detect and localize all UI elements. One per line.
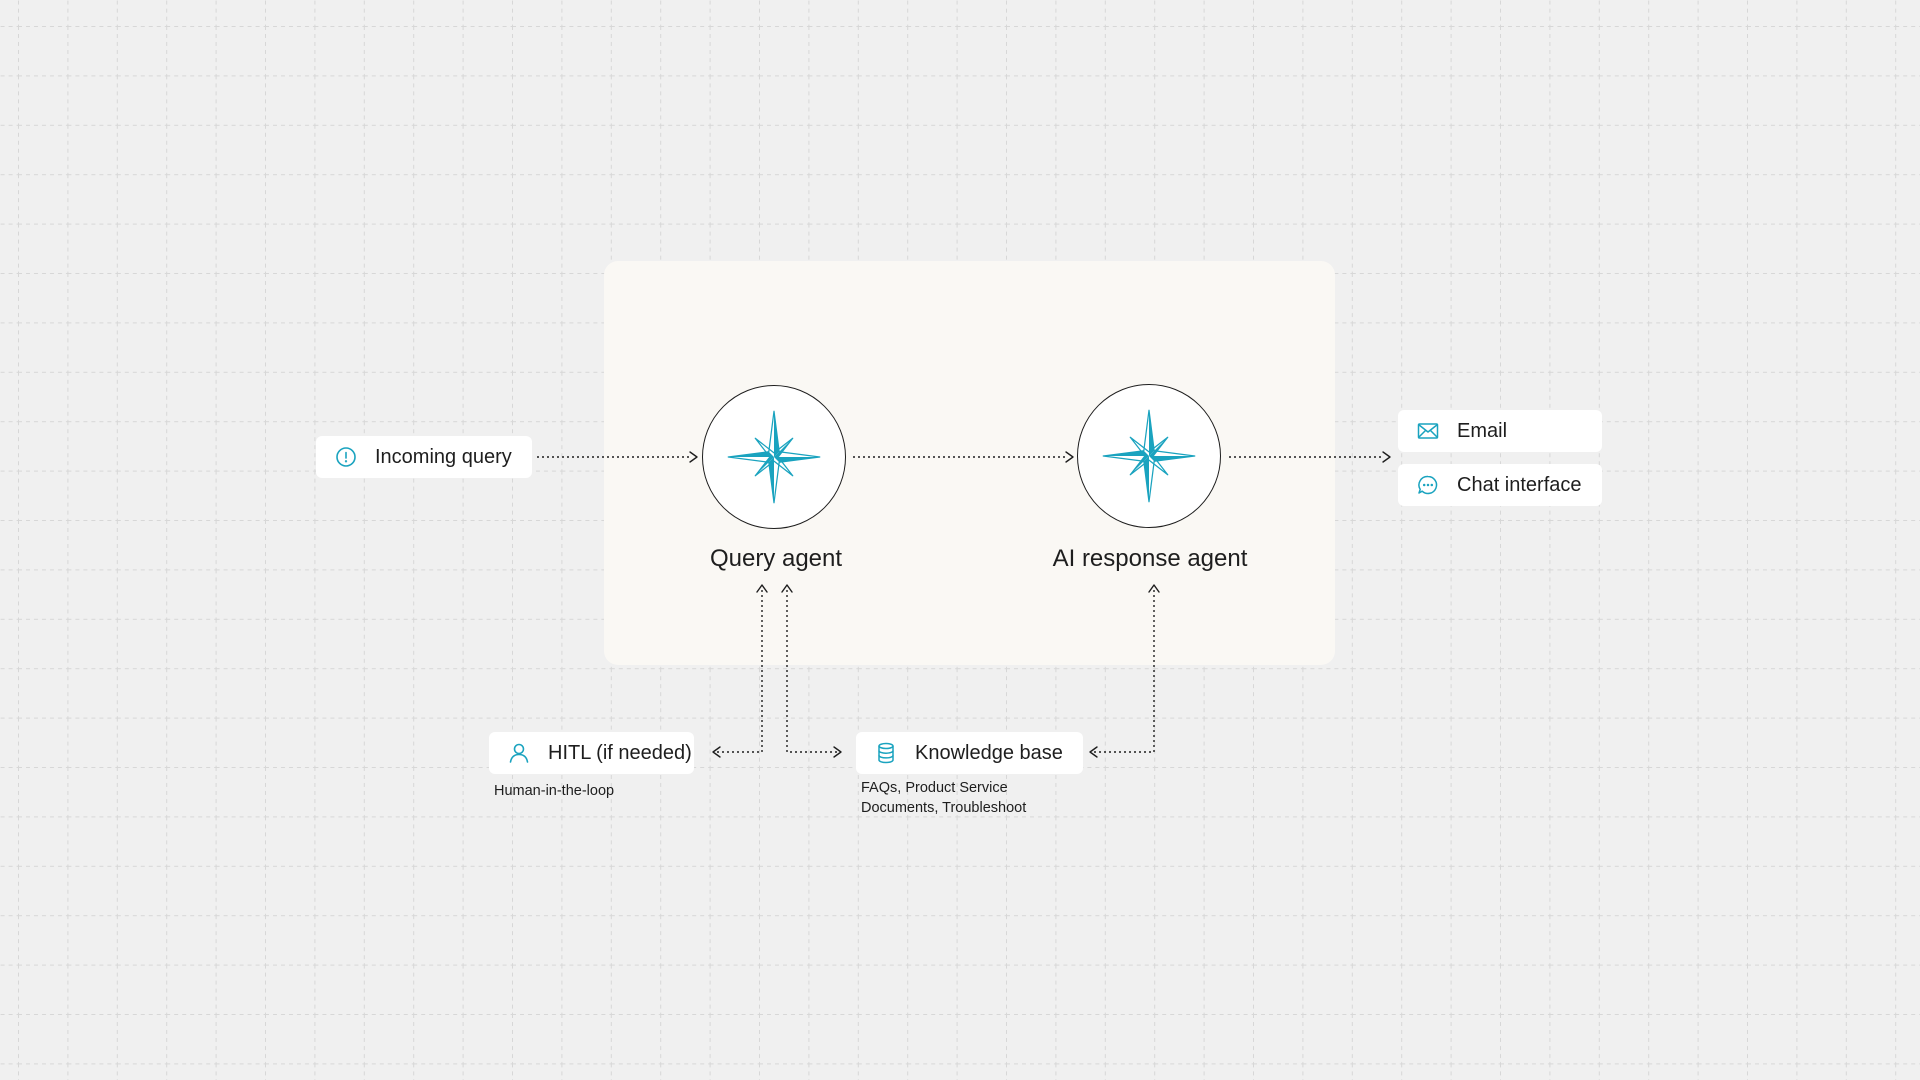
arrow-response-knowledge — [1094, 590, 1155, 753]
hitl-chip[interactable]: HITL (if needed) — [489, 732, 694, 774]
knowledge-base-caption-line-2: Documents, Troubleshoot — [861, 800, 1027, 816]
hitl-caption: Human-in-the-loop — [494, 783, 615, 799]
query-agent-label: Query agent — [709, 545, 843, 572]
chat-interface-label: Chat interface — [1457, 473, 1582, 496]
chat-interface-output-chip[interactable]: Chat interface — [1398, 464, 1602, 506]
envelope-icon — [1416, 419, 1440, 443]
compass-star-icon — [1102, 409, 1196, 503]
user-icon — [507, 741, 531, 765]
chat-bubble-icon — [1416, 473, 1440, 497]
email-label: Email — [1457, 419, 1508, 442]
ai-response-agent-node[interactable] — [1077, 384, 1221, 528]
incoming-query-chip[interactable]: Incoming query — [316, 436, 532, 478]
arrow-agent-hitl — [713, 590, 763, 753]
knowledge-base-label: Knowledge base — [915, 741, 1063, 764]
hitl-label: HITL (if needed) — [548, 741, 692, 764]
query-agent-node[interactable] — [702, 385, 846, 529]
knowledge-base-caption-line-1: FAQs, Product Service — [861, 780, 1008, 796]
incoming-query-label: Incoming query — [375, 445, 512, 468]
email-output-chip[interactable]: Email — [1398, 410, 1602, 452]
arrow-agent-knowledge — [786, 590, 838, 753]
ai-response-agent-label: AI response agent — [1052, 545, 1248, 572]
compass-star-icon — [727, 410, 821, 504]
knowledge-base-caption: FAQs, Product Service Documents, Trouble… — [861, 778, 1026, 818]
alert-circle-icon — [334, 445, 358, 469]
database-icon — [874, 741, 898, 765]
knowledge-base-chip[interactable]: Knowledge base — [856, 732, 1083, 774]
